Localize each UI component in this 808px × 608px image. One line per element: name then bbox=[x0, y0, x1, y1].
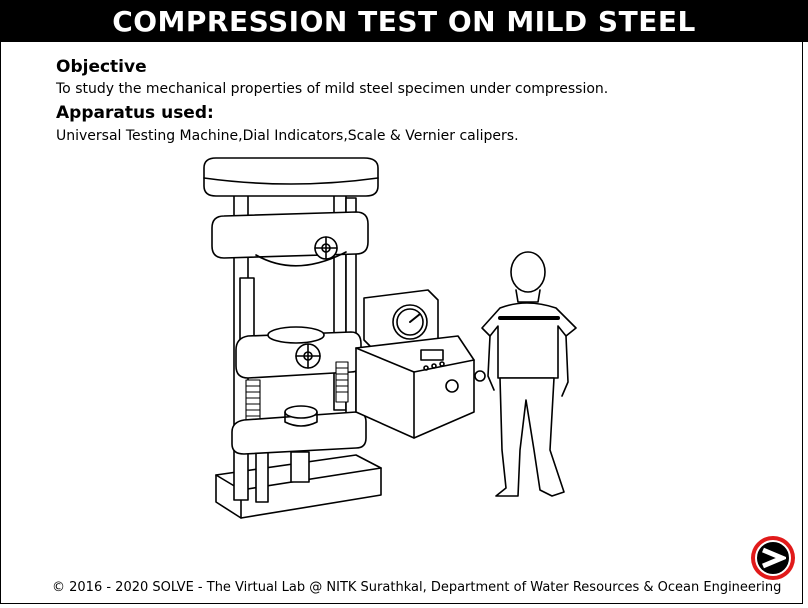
person-figure bbox=[481, 251, 577, 497]
utm-lower-crosshead bbox=[231, 405, 367, 455]
utm-top-crosshead bbox=[203, 157, 379, 197]
utm-middle-table bbox=[235, 277, 362, 379]
next-button[interactable] bbox=[751, 536, 795, 580]
page-title: COMPRESSION TEST ON MILD STEEL bbox=[112, 4, 696, 38]
objective-heading: Objective bbox=[56, 57, 147, 77]
next-arrow-glyph bbox=[762, 547, 786, 569]
content-frame bbox=[0, 42, 803, 604]
objective-text: To study the mechanical properties of mi… bbox=[56, 81, 609, 97]
title-bar: COMPRESSION TEST ON MILD STEEL bbox=[0, 0, 808, 42]
apparatus-heading: Apparatus used: bbox=[56, 103, 214, 123]
footer-copyright: © 2016 - 2020 SOLVE - The Virtual Lab @ … bbox=[52, 580, 782, 595]
next-arrow-icon bbox=[755, 540, 791, 576]
apparatus-text: Universal Testing Machine,Dial Indicator… bbox=[56, 128, 519, 144]
utm-upper-crosshead bbox=[211, 211, 369, 267]
utm-illustration bbox=[203, 157, 577, 519]
control-console bbox=[355, 289, 486, 439]
